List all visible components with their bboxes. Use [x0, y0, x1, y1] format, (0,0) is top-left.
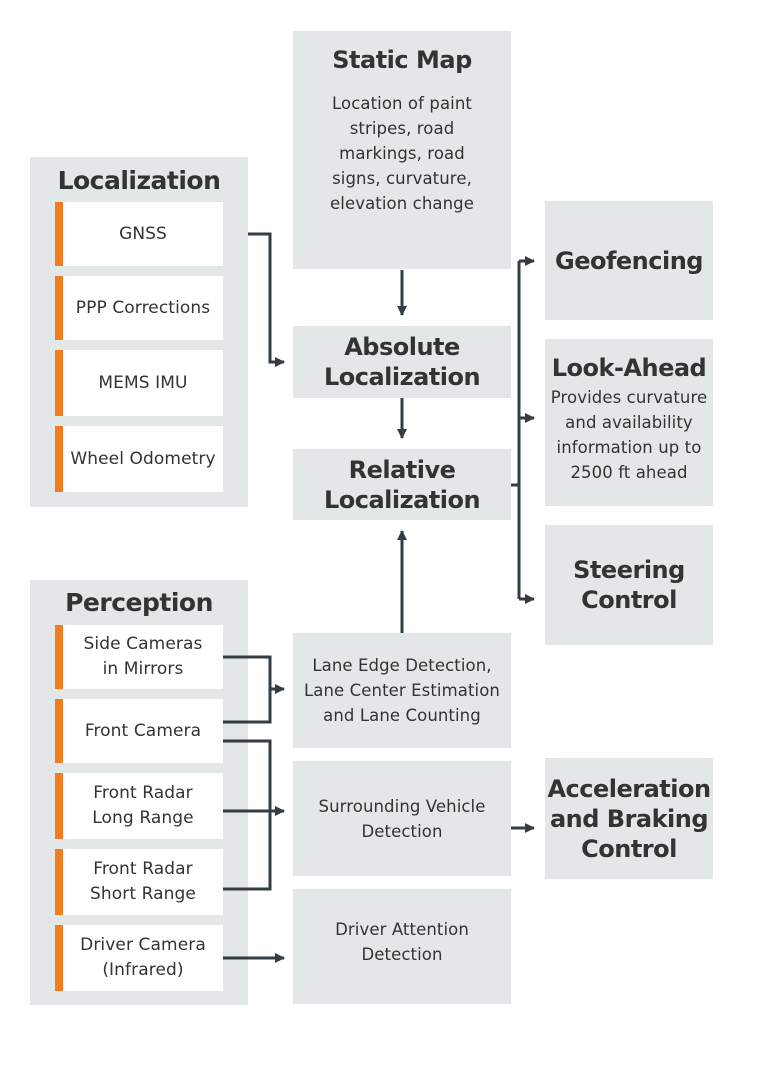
steering-control-box: Steering Control — [545, 525, 713, 645]
look-ahead-box: Look-Ahead Provides curvature and availa… — [545, 339, 713, 506]
driver-attention-text: Driver Attention Detection — [335, 920, 469, 964]
lane-detection-box: Lane Edge Detection, Lane Center Estimat… — [293, 633, 511, 748]
acceleration-braking-box: Acceleration and Braking Control — [545, 758, 713, 879]
geofencing-title: Geofencing — [555, 246, 704, 275]
perception-item-side-cameras: Side Cameras in Mirrors — [55, 625, 223, 689]
perception-item-front-camera: Front Camera — [55, 699, 223, 763]
static-map-description: Location of paint stripes, road markings… — [330, 94, 474, 213]
relative-localization-box: Relative Localization — [293, 449, 511, 520]
connector-gnss-to-absolute — [248, 232, 285, 367]
absolute-localization-title: Absolute Localization — [323, 333, 481, 391]
look-ahead-title: Look-Ahead — [551, 354, 707, 382]
absolute-localization-box: Absolute Localization — [293, 326, 511, 398]
perception-title: Perception — [65, 588, 213, 617]
localization-item-wheel-odometry: Wheel Odometry — [55, 426, 223, 492]
surrounding-vehicle-text: Surrounding Vehicle Detection — [318, 796, 486, 841]
driver-attention-box: Driver Attention Detection — [293, 889, 511, 1004]
lane-detection-text: Lane Edge Detection, Lane Center Estimat… — [303, 656, 500, 725]
perception-item-front-radar-long: Front Radar Long Range — [55, 773, 223, 839]
static-map-box: Static Map Location of paint stripes, ro… — [293, 31, 511, 269]
surrounding-vehicle-box: Surrounding Vehicle Detection — [293, 761, 511, 876]
steering-control-title: Steering Control — [573, 556, 685, 614]
geofencing-box: Geofencing — [545, 201, 713, 320]
perception-item-driver-camera: Driver Camera (Infrared) — [55, 925, 223, 991]
localization-item-mems-imu: MEMS IMU — [55, 350, 223, 416]
look-ahead-description: Provides curvature and availability info… — [550, 388, 708, 482]
perception-item-front-radar-short: Front Radar Short Range — [55, 849, 223, 915]
relative-localization-title: Relative Localization — [323, 455, 481, 514]
connector-relative-trunk — [511, 261, 521, 599]
static-map-title: Static Map — [332, 46, 472, 74]
localization-item-gnss: GNSS — [55, 202, 223, 266]
localization-item-ppp-corrections: PPP Corrections — [55, 276, 223, 340]
acceleration-braking-title: Acceleration and Braking Control — [547, 774, 711, 863]
localization-title: Localization — [57, 166, 221, 195]
